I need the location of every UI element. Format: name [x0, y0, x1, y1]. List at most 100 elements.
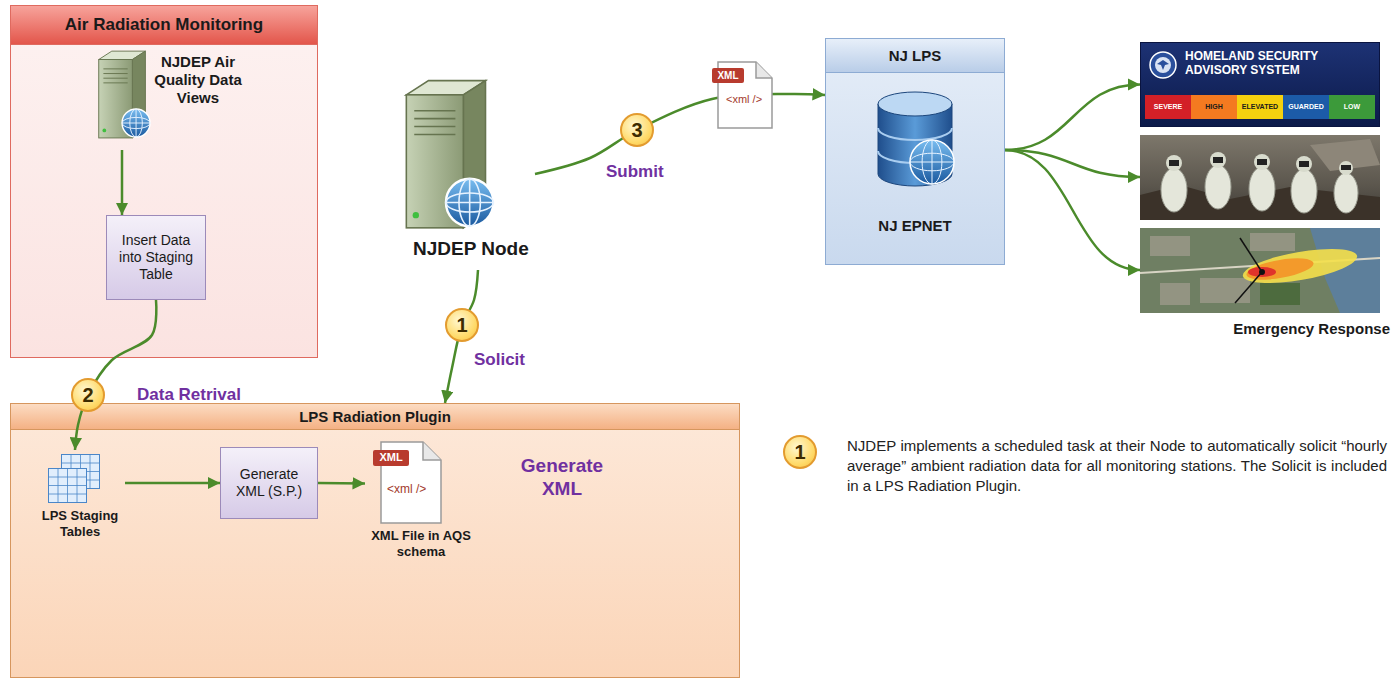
callout-number: 2: [82, 385, 93, 405]
seal-icon: [1149, 51, 1177, 79]
node-text: ELEVATED: [1242, 103, 1278, 111]
map-source: [1259, 269, 1265, 275]
flow-connector: [535, 94, 825, 174]
figure-mask: [1299, 161, 1309, 167]
server-vent: [103, 73, 127, 74]
hazmat-figure: [1161, 155, 1187, 212]
monitoring-panel: Air Radiation MonitoringNJDEP Air Qualit…: [10, 5, 318, 358]
figure-body: [1334, 173, 1358, 213]
server-vent: [414, 110, 455, 112]
grid-line: [49, 485, 87, 486]
flow-connector: [1005, 85, 1140, 151]
plugin-panel: LPS Radiation PluginLPS Staging Tables Ge…: [10, 403, 740, 678]
map-block: [1150, 236, 1190, 256]
figure-mask: [1169, 160, 1179, 166]
globe: [446, 179, 494, 227]
flow-connector: [318, 482, 365, 485]
callout-circle: 1: [783, 435, 817, 469]
database-icon: [870, 90, 960, 190]
hazmat-figure: [1205, 152, 1231, 209]
plume-core: [1248, 267, 1276, 277]
node-text: SEVERE: [1154, 103, 1182, 111]
globe: [910, 140, 954, 184]
node-text: Emergency Response: [1140, 320, 1390, 338]
figure-head: [1166, 155, 1182, 171]
label-slot: NJDEP implements a scheduled task at the…: [847, 436, 1387, 496]
node-text: LOW: [1344, 103, 1360, 111]
map-block: [1200, 278, 1250, 303]
text-slot: LPS Staging Tables: [35, 508, 125, 539]
file-page: [718, 62, 772, 128]
file-fold: [423, 442, 441, 460]
callout-number: 3: [631, 120, 642, 140]
node-text: Insert Data into Staging Table: [112, 232, 200, 282]
flow-connector: [1005, 150, 1140, 270]
seal-ring: [1150, 52, 1176, 78]
grid-line: [77, 469, 78, 503]
panel-title: Air Radiation Monitoring: [65, 15, 263, 35]
callout-circle: 1: [445, 308, 479, 342]
flow-connector: [121, 150, 124, 215]
step-label: Solicit: [474, 350, 525, 370]
figure-body: [1161, 168, 1187, 212]
lps-panel: NJ LPSNJ EPNET: [825, 38, 1005, 265]
table-node: LPS Staging Tables: [35, 450, 125, 545]
text-slot: XML: [373, 450, 409, 466]
step-label: Generate XML: [512, 455, 612, 501]
map-block: [1160, 283, 1190, 305]
node-text: HIGH: [1205, 103, 1223, 111]
text-slot: Emergency Response: [1140, 320, 1390, 338]
server-node: NJDEP Node: [395, 70, 535, 270]
process-box: Generate XML (S.P.): [220, 447, 318, 519]
edge-label-slot: Submit: [606, 162, 664, 182]
flow-connector: [445, 270, 478, 403]
text-slot: LPS Radiation Plugin: [10, 403, 740, 430]
photo-ground: [1140, 135, 1380, 220]
figure-head: [1254, 154, 1270, 170]
panel-title: LPS Radiation Plugin: [299, 408, 451, 426]
hazmat-photo: [1140, 135, 1380, 220]
globe-equator: [446, 202, 494, 204]
node-text: XML: [379, 451, 402, 464]
text-slot: <xml />: [387, 482, 437, 496]
globe-equator: [122, 123, 150, 124]
text-slot: Generate XML (S.P.): [221, 448, 317, 518]
label-slot: <xml />: [726, 93, 766, 106]
database-band: [878, 128, 952, 140]
grid-line: [49, 494, 87, 495]
flow-connector: [125, 482, 220, 485]
server-vent: [103, 82, 127, 83]
threat-level-bar: LOW: [1329, 95, 1375, 119]
table-grid: [49, 469, 87, 503]
node-text: LPS Staging Tables: [35, 508, 125, 539]
label-slot: XML: [712, 68, 744, 83]
node-text: NJ EPNET: [850, 217, 980, 235]
server-icon: [400, 75, 495, 235]
node-text: GUARDED: [1288, 103, 1323, 111]
file-badge: [712, 68, 744, 83]
map-block: [1250, 233, 1295, 251]
hazmat-figure: [1334, 161, 1358, 213]
map-leader: [1235, 272, 1262, 303]
text-slot: NJ EPNET: [850, 217, 980, 235]
server-vent: [103, 78, 127, 79]
callout-number: 1: [456, 315, 467, 335]
text-slot: NJDEP Air Quality Data Views: [154, 53, 242, 107]
text-slot: NJDEP Node: [413, 238, 533, 261]
file-fold: [756, 62, 772, 78]
threat-level-bar: HIGH: [1191, 95, 1237, 119]
server-vent: [103, 68, 127, 69]
file-tag-text: <xml />: [726, 93, 766, 106]
figure-head: [1210, 152, 1226, 168]
hazmat-figure: [1291, 156, 1317, 213]
callout-circle: 2: [71, 378, 105, 412]
plume-map: [1140, 228, 1380, 313]
figure-mask: [1213, 157, 1223, 163]
figure-mask: [1341, 165, 1351, 170]
note-text: NJDEP implements a scheduled task at the…: [847, 436, 1387, 496]
server-vent: [414, 134, 455, 136]
threat-level-bar: GUARDED: [1283, 95, 1329, 119]
node-text: NJDEP Node: [413, 238, 533, 261]
database-node: NJ EPNET: [850, 85, 980, 245]
map-park: [1260, 283, 1300, 305]
